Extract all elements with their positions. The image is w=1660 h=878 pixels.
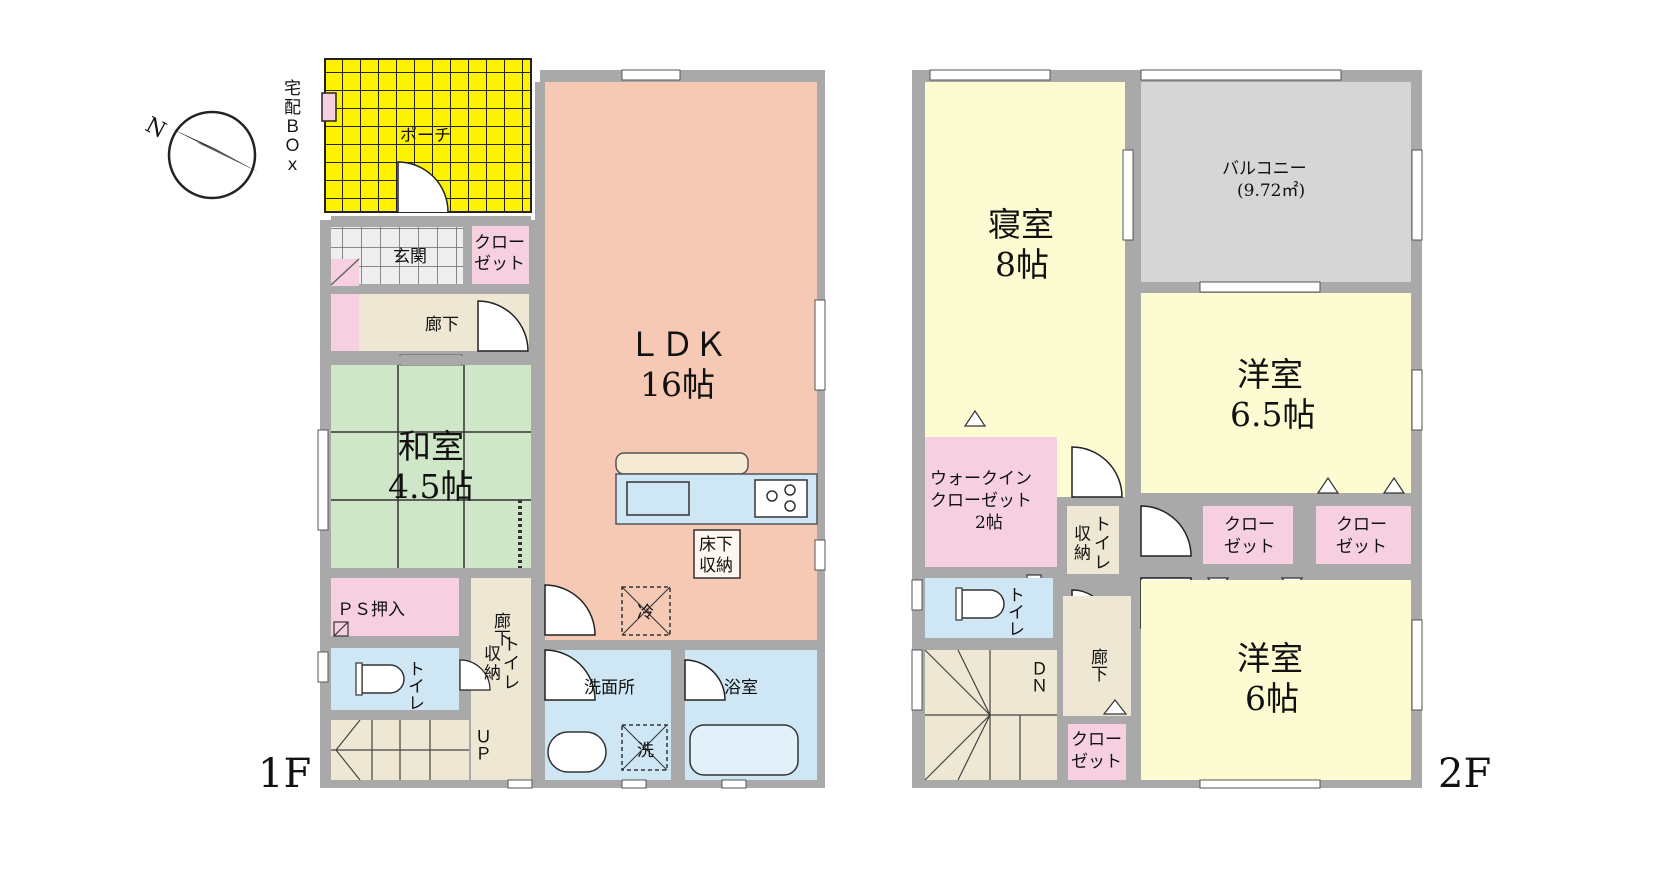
washitsu (331, 365, 531, 568)
walkin-closet (925, 437, 1057, 567)
western-room-a-size: 6.5帖 (1230, 395, 1315, 434)
compass: N (141, 110, 258, 200)
bedroom (925, 82, 1125, 427)
floor1-labels: 宅配ＢＯｘ ポーチ 玄関 クローゼット 廊下 ＬＤＫ 16帖 和室 4.5帖 床… (258, 79, 758, 797)
hallway-2f (1063, 596, 1131, 716)
floor1-plan (317, 58, 826, 789)
entrance-closet (472, 226, 529, 284)
floor2-label: 2F (1438, 751, 1491, 797)
western-room-b-size: 6帖 (1245, 679, 1299, 718)
compass-north-label: N (141, 113, 170, 144)
stairs-down-label: ＤＮ (1027, 660, 1047, 694)
closet-b (1316, 506, 1411, 564)
walkin-size: 2帖 (975, 513, 1003, 533)
takuhai-box-label: 宅配ＢＯｘ (284, 79, 301, 175)
ps-oshiire (331, 578, 459, 636)
closet-a-label: クローゼット (1224, 515, 1275, 557)
toilet-storage-2f (1067, 506, 1119, 574)
washer-space (621, 724, 668, 771)
western-room-a (1141, 293, 1411, 493)
bedroom-name: 寝室 (988, 205, 1054, 244)
underfloor-storage (693, 529, 741, 579)
hallway-side-label: 廊下 (490, 612, 511, 646)
stove (754, 479, 808, 518)
balcony-name: バルコニー (1222, 159, 1307, 179)
floor2-plan (911, 69, 1423, 789)
western-room-a-name: 洋室 (1237, 355, 1303, 394)
entrance-label: 玄関 (393, 247, 427, 267)
takuhai-box (321, 92, 337, 122)
underfloor-storage-label: 床下収納 (699, 535, 733, 576)
porch-label: ポーチ (400, 126, 451, 146)
balcony (1141, 82, 1411, 282)
toilet-1f-label: トイレ (404, 660, 424, 711)
bathtub (689, 724, 799, 776)
ps-oshiire-label: ＰＳ押入 (337, 600, 405, 620)
closet-b-label: クローゼット (1336, 515, 1387, 557)
washer-label: 洗 (637, 741, 654, 761)
toilet-storage-1f-label: トイレ収納 (484, 635, 520, 693)
floor1-label: 1F (258, 751, 311, 797)
fridge (621, 586, 671, 636)
entrance-door (397, 161, 449, 213)
stairs-up-label: ＵＰ (471, 728, 491, 762)
western-room-b (1141, 580, 1411, 780)
washroom-label: 洗面所 (584, 678, 635, 698)
kitchen-sink (626, 481, 690, 516)
ldk (545, 82, 817, 640)
ldk-name: ＬＤＫ (628, 325, 727, 364)
bedroom-size: 8帖 (995, 245, 1049, 284)
closet-c-label: クローゼット (1071, 730, 1122, 772)
floor2-labels: 寝室 8帖 バルコニー (9.72㎡) 洋室 6.5帖 ウォークイン クローゼッ… (930, 159, 1491, 797)
hallway-2f-label: 廊下 (1087, 648, 1108, 682)
entrance-closet-label: クローゼット (474, 233, 525, 274)
toilet-2f-label: トイレ (1004, 586, 1024, 637)
toilet-storage-2f-label: トイレ収納 (1074, 515, 1111, 573)
closet-c (1068, 724, 1126, 780)
walkin-line2: クローゼット (930, 491, 1032, 511)
western-room-b-name: 洋室 (1237, 639, 1303, 678)
fridge-label: 冷 (637, 603, 654, 623)
walkin-line1: ウォークイン (930, 469, 1032, 489)
shoe-storage (331, 259, 359, 351)
washitsu-name: 和室 (398, 427, 464, 466)
closet-a (1203, 506, 1293, 564)
hallway-upper-label: 廊下 (425, 315, 459, 335)
washitsu-size: 4.5帖 (388, 467, 473, 506)
ldk-size: 16帖 (640, 365, 715, 404)
washbasin (547, 731, 607, 773)
bathroom-label: 浴室 (724, 678, 758, 698)
balcony-area: (9.72㎡) (1237, 181, 1305, 201)
